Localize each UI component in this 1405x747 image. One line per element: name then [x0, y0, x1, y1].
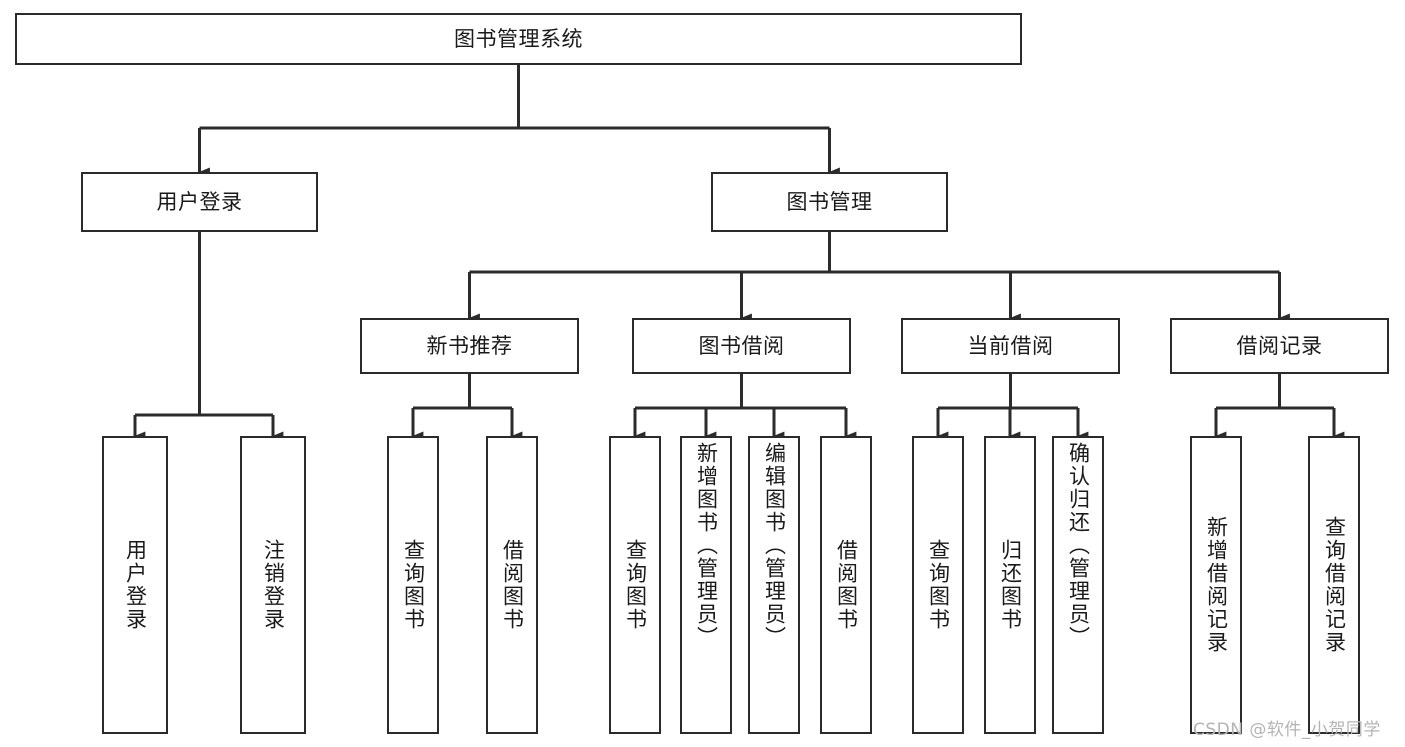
- node-new-book-recommendation[interactable]: 新书推荐: [360, 318, 579, 374]
- node-leaf-user-login[interactable]: 用户登录: [102, 436, 168, 734]
- node-label: 注销登录: [261, 539, 286, 631]
- node-label: 图书管理: [786, 189, 873, 214]
- node-leaf-query-book-recommend[interactable]: 查询图书: [387, 436, 439, 734]
- node-book-borrowing[interactable]: 图书借阅: [632, 318, 851, 374]
- node-leaf-return-book[interactable]: 归还图书: [984, 436, 1036, 734]
- node-borrowing-record[interactable]: 借阅记录: [1170, 318, 1389, 374]
- node-label: 查询图书: [401, 539, 426, 631]
- node-label: 借阅记录: [1236, 333, 1323, 358]
- node-leaf-logout[interactable]: 注销登录: [240, 436, 306, 734]
- node-label: 借阅图书: [500, 539, 525, 631]
- node-leaf-query-book-current[interactable]: 查询图书: [912, 436, 964, 734]
- node-label: 查询图书: [623, 539, 648, 631]
- node-leaf-borrow-book-recommend[interactable]: 借阅图书: [486, 436, 538, 734]
- node-label: 新增借阅记录: [1204, 516, 1229, 654]
- node-label: 查询图书: [926, 539, 951, 631]
- node-leaf-query-book-borrow[interactable]: 查询图书: [609, 436, 661, 734]
- node-label: 图书借阅: [698, 333, 785, 358]
- node-leaf-edit-book-admin[interactable]: 编辑图书（管理员）: [748, 436, 800, 734]
- node-label: 归还图书: [998, 539, 1023, 631]
- node-label: 新增图书（管理员）: [694, 442, 719, 649]
- node-label: 新书推荐: [426, 333, 513, 358]
- node-leaf-query-borrow-record[interactable]: 查询借阅记录: [1308, 436, 1360, 734]
- node-leaf-confirm-return-admin[interactable]: 确认归还（管理员）: [1052, 436, 1104, 734]
- node-label: 当前借阅: [967, 333, 1054, 358]
- node-leaf-add-borrow-record[interactable]: 新增借阅记录: [1190, 436, 1242, 734]
- node-label: 编辑图书（管理员）: [762, 442, 787, 649]
- csdn-watermark: CSDN @软件_小贺同学: [1193, 720, 1381, 740]
- node-label: 图书管理系统: [454, 26, 583, 51]
- node-label: 用户登录: [156, 189, 243, 214]
- node-label: 确认归还（管理员）: [1066, 442, 1091, 649]
- node-label: 借阅图书: [834, 539, 859, 631]
- node-leaf-add-book-admin[interactable]: 新增图书（管理员）: [680, 436, 732, 734]
- node-label: 查询借阅记录: [1322, 516, 1347, 654]
- node-current-borrowing[interactable]: 当前借阅: [901, 318, 1120, 374]
- node-book-management[interactable]: 图书管理: [711, 172, 948, 232]
- node-leaf-borrow-book[interactable]: 借阅图书: [820, 436, 872, 734]
- node-root-book-management-system[interactable]: 图书管理系统: [15, 13, 1022, 65]
- node-user-login[interactable]: 用户登录: [81, 172, 318, 232]
- node-label: 用户登录: [123, 539, 148, 631]
